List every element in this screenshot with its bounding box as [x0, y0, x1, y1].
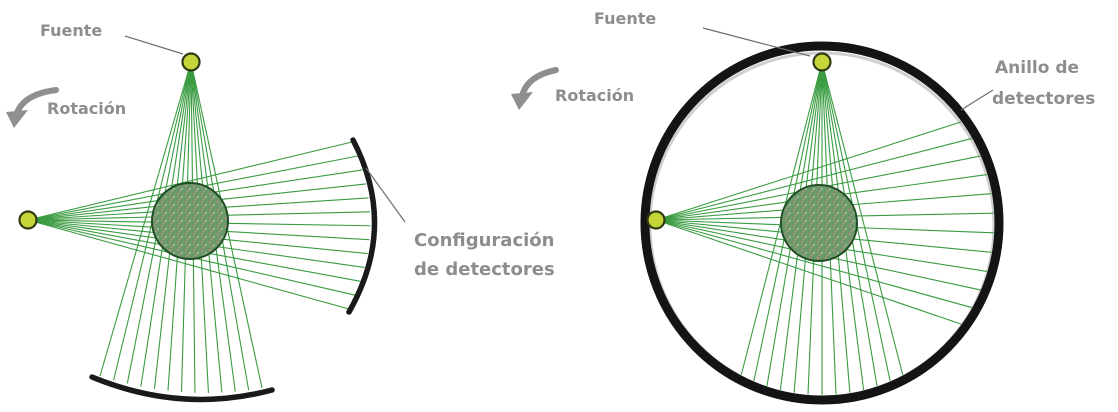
right-source-label: Fuente [594, 9, 656, 28]
right-source-top-icon [812, 52, 832, 72]
left-detector-label-line1: Configuración [414, 230, 554, 251]
left-left-ray [27, 141, 353, 221]
right-detector-label-line2: detectores [992, 89, 1095, 109]
right-left-ray [655, 121, 962, 221]
left-top-ray [99, 61, 192, 377]
right-source-leader [702, 27, 811, 57]
left-source-top-icon [181, 52, 201, 72]
left-detector-label-line2: de detectores [414, 259, 555, 280]
left-panel: Fuente Rotación Configuración de detecto… [6, 21, 555, 403]
right-scanned-object-icon [780, 184, 858, 262]
right-left-ray [655, 219, 972, 309]
left-detector-arc-right [346, 137, 378, 315]
right-detector-label-line1: Anillo de [995, 58, 1079, 78]
right-rotation-label: Rotación [555, 86, 634, 105]
left-rotation-arrow-icon [6, 87, 59, 128]
right-source-left-icon [646, 210, 666, 230]
right-left-ray [655, 137, 972, 221]
left-left-ray [27, 219, 350, 310]
left-detector-leader [365, 167, 406, 223]
left-rotation-label: Rotación [47, 99, 126, 118]
left-source-leader [124, 35, 184, 55]
left-source-label: Fuente [40, 21, 102, 40]
left-detector-arc-bottom [89, 374, 275, 403]
right-top-ray [821, 61, 904, 376]
right-left-ray [655, 219, 962, 325]
left-source-left-icon [18, 210, 38, 230]
left-scanned-object-icon [151, 182, 229, 260]
right-rotation-arrow-icon [511, 67, 559, 110]
right-detector-ring [640, 41, 1004, 405]
right-detector-leader [960, 89, 994, 111]
right-panel: Fuente Rotación Anillo de detectores [511, 9, 1095, 405]
